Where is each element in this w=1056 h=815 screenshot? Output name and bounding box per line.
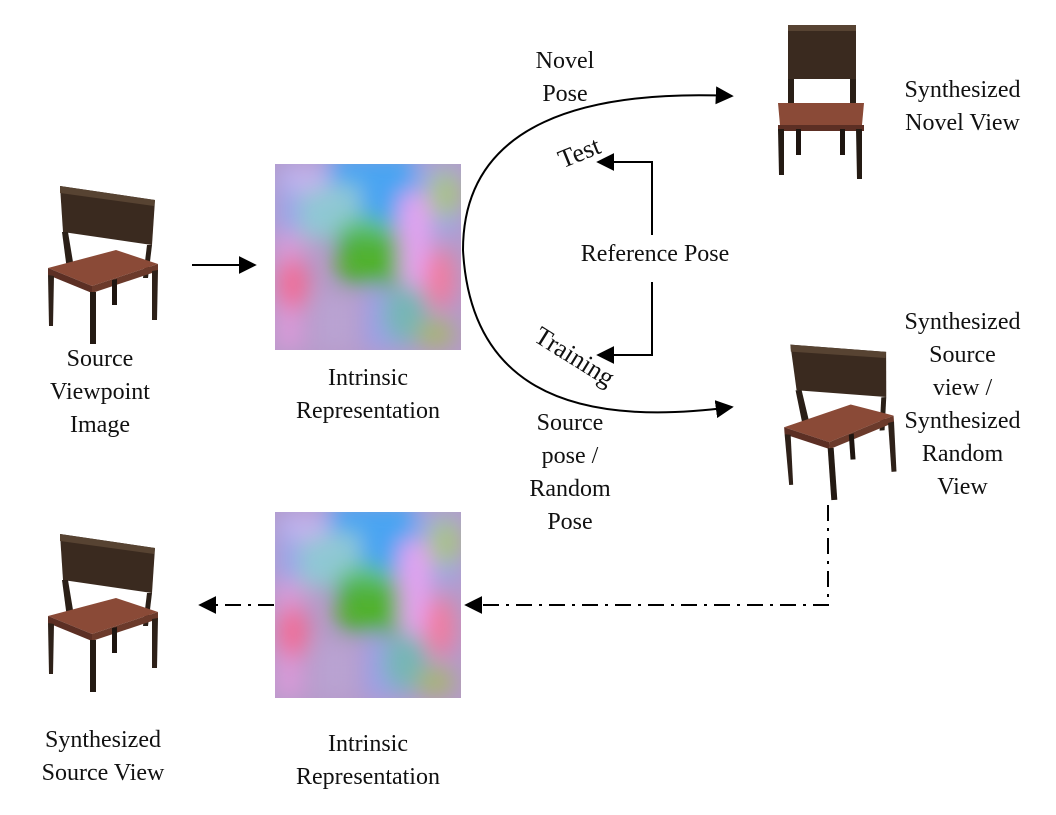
reference-pose-label: Reference Pose [580,241,730,267]
novel-pose-label: Novel Pose [535,48,595,107]
synthesized-source-chair-image [48,534,158,692]
intrinsic-label-bottom: Intrinsic Representation [296,731,440,790]
synthesized-novel-chair-image [778,25,864,179]
synth-source-random-view-label: Synthesized Source view / Synthesized Ra… [904,309,1021,500]
source-random-pose-label: Source pose / Random Pose [529,410,611,535]
intrinsic-label-top: Intrinsic Representation [296,365,440,424]
feedback-to-representation-arrow [464,505,829,614]
reference-to-training-arrow [596,282,653,364]
training-pose-arrow [462,249,734,419]
source-image-label: Source Viewpoint Image [50,346,150,438]
synth-source-view-label: Synthesized Source View [41,727,165,786]
source-chair-image [48,186,158,344]
intrinsic-representation-bottom [275,502,463,698]
reference-to-test-arrow [596,153,653,235]
novel-pose-arrow [462,86,734,251]
intrinsic-representation-top [275,154,463,350]
synth-novel-view-label: Synthesized Novel View [904,77,1021,136]
